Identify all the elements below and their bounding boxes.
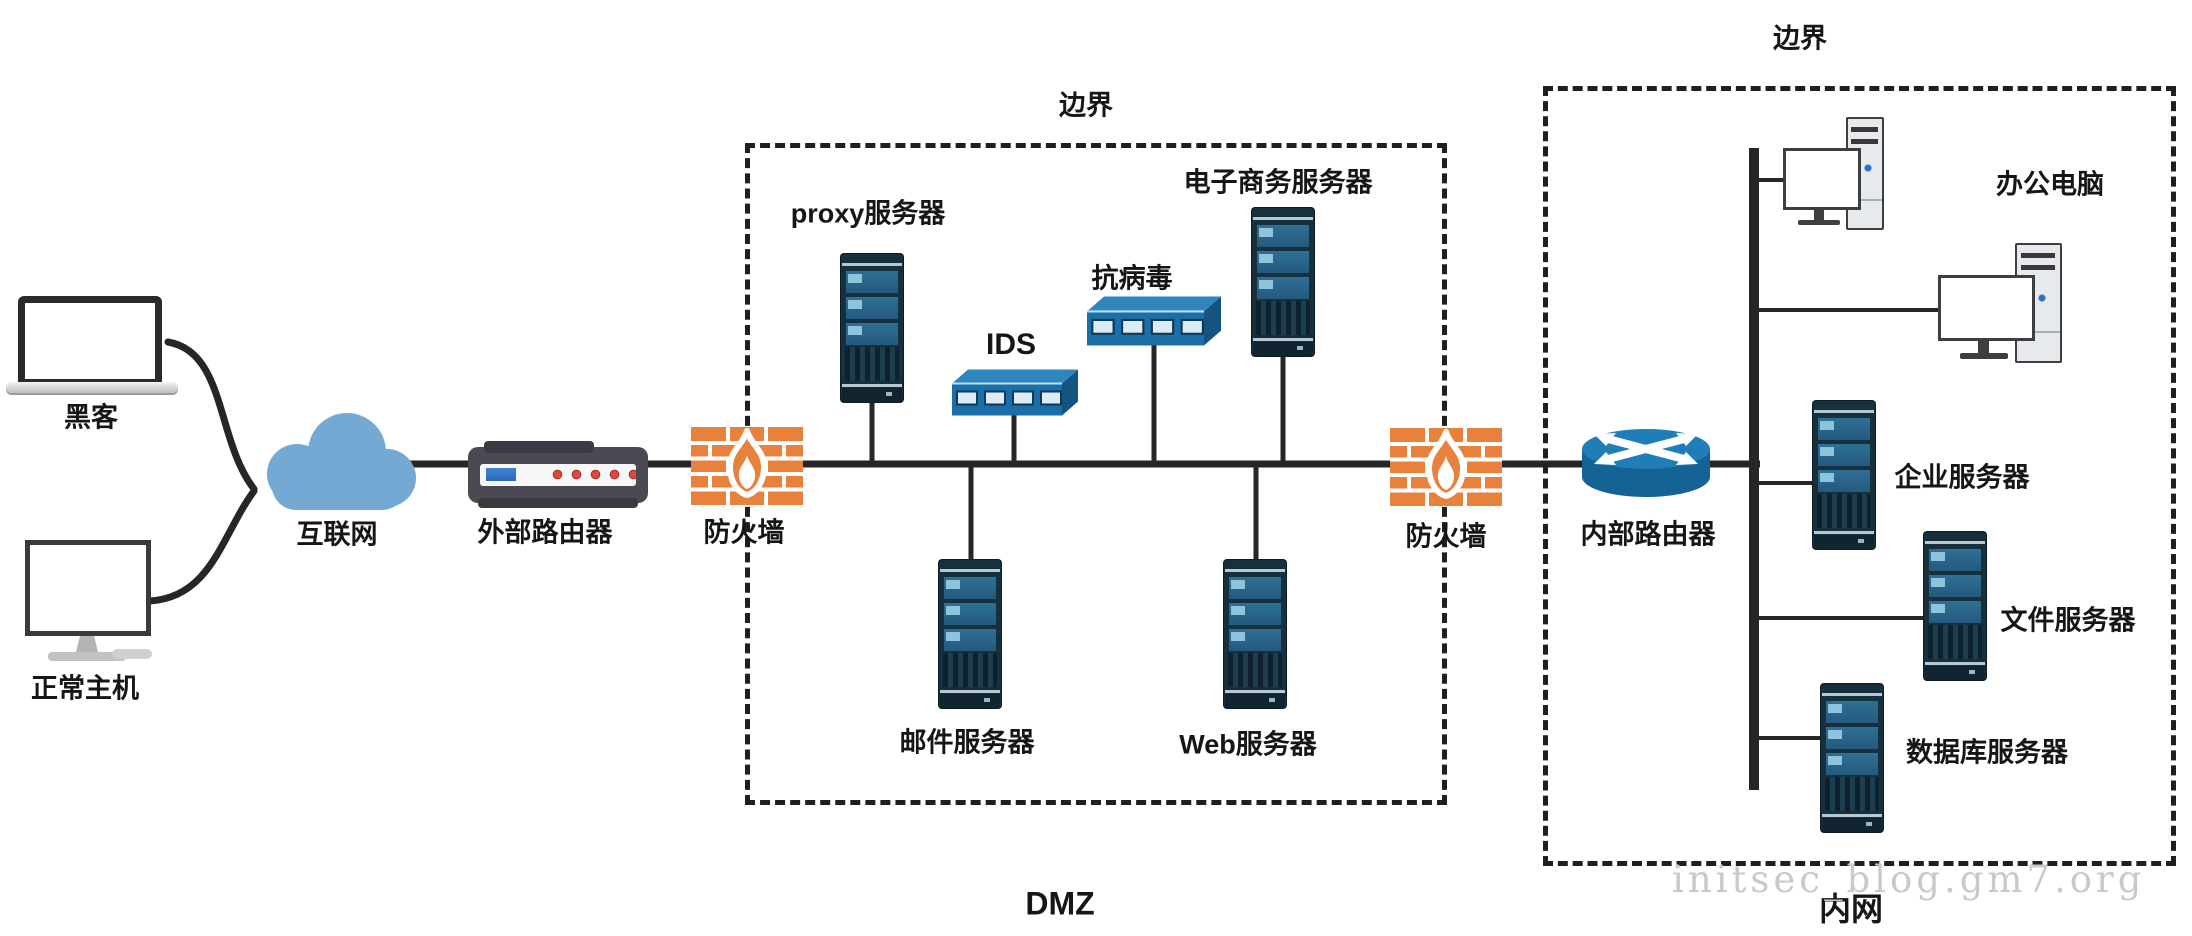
internet-cloud-icon	[267, 413, 416, 510]
database-server-icon	[1820, 683, 1884, 833]
antivirus-appliance-icon	[1087, 296, 1221, 346]
firewall-outer-icon	[691, 427, 803, 505]
external-router-label: 外部路由器	[477, 517, 613, 548]
firewall-inner-label: 防火墙	[1405, 521, 1487, 552]
office-pc1-base	[1798, 220, 1840, 225]
hacker-laptop-icon	[18, 296, 162, 386]
database-server-label: 数据库服务器	[1906, 737, 2068, 768]
mail-server-label: 邮件服务器	[899, 727, 1035, 758]
dmz-zone-label: DMZ	[1025, 885, 1095, 922]
enterprise-server-label: 企业服务器	[1894, 462, 2030, 493]
normal-host-stand	[76, 636, 98, 652]
antivirus-label: 抗病毒	[1091, 263, 1173, 294]
intranet-zone-box	[1543, 86, 2176, 866]
host-to-internet-link	[146, 487, 258, 605]
file-server-icon	[1923, 531, 1987, 681]
web-server-icon	[1223, 559, 1287, 709]
ecommerce-server-icon	[1251, 207, 1315, 357]
internal-router-icon	[1582, 429, 1710, 497]
firewall-inner-icon	[1390, 428, 1502, 506]
intranet-zone-label: 内网	[1818, 891, 1884, 927]
normal-host-base	[48, 652, 126, 661]
hacker-laptop-base	[6, 382, 178, 393]
ecommerce-server-label: 电子商务服务器	[1183, 167, 1373, 198]
enterprise-server-icon	[1812, 400, 1876, 550]
office-pc2-base	[1960, 353, 2008, 359]
firewall-outer-label: 防火墙	[703, 517, 785, 548]
normal-host-label: 正常主机	[31, 673, 139, 704]
dmz-zone-box	[745, 143, 1447, 805]
file-server-label: 文件服务器	[2000, 605, 2136, 636]
office-pc2-tower-icon	[2015, 243, 2062, 363]
hacker-label: 黑客	[64, 402, 118, 433]
external-router-icon	[468, 441, 648, 508]
hacker-to-internet-link	[164, 338, 258, 493]
intranet-boundary-label: 边界	[1773, 23, 1827, 54]
external-router-panel	[480, 464, 636, 486]
office-pc1-stand	[1814, 210, 1824, 220]
normal-host-monitor-icon	[25, 540, 151, 636]
dmz-boundary-label: 边界	[1059, 90, 1113, 121]
mail-server-icon	[938, 559, 1002, 709]
ids-label: IDS	[985, 328, 1037, 361]
watermark-text: initsec_blog.gm7.org	[1672, 858, 2146, 901]
office-pc2-monitor-icon	[1938, 275, 2035, 341]
internet-label: 互联网	[296, 519, 378, 550]
office-pc1-monitor-icon	[1783, 148, 1861, 210]
web-server-label: Web服务器	[1179, 729, 1317, 760]
proxy-server-icon	[840, 253, 904, 403]
proxy-server-label: proxy服务器	[790, 198, 946, 229]
internal-router-label: 内部路由器	[1580, 519, 1716, 550]
office-pc-label: 办公电脑	[1996, 169, 2104, 200]
normal-host-mouse	[112, 649, 152, 659]
ids-appliance-icon	[952, 369, 1078, 416]
office-pc2-stand	[1978, 341, 1989, 353]
